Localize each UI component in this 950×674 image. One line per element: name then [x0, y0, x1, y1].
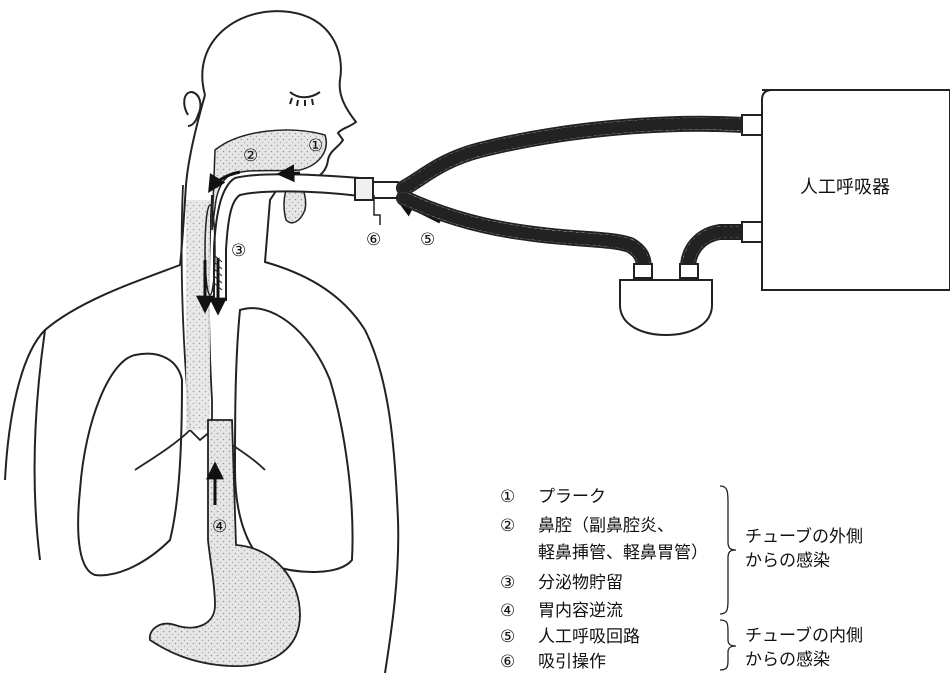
ventilator-circuit — [404, 124, 745, 270]
humidifier — [620, 264, 712, 335]
marker-5: ⑤ — [420, 230, 435, 250]
legend-num-4: ④ — [500, 601, 515, 621]
group-inside-line2: からの感染 — [745, 650, 830, 670]
legend-num-6: ⑥ — [500, 652, 515, 672]
legend-text-1: プラーク — [538, 487, 606, 507]
ventilator-label: 人工呼吸器 — [800, 173, 890, 199]
legend-num-1: ① — [500, 487, 515, 507]
secretion-hatching — [214, 202, 438, 290]
marker-2: ② — [243, 146, 258, 166]
legend-text-5: 人工呼吸回路 — [538, 627, 640, 647]
legend-text-2: 鼻腔（副鼻腔炎、 — [538, 516, 674, 536]
flow-arrows — [205, 172, 440, 505]
legend-num-2: ② — [500, 516, 515, 536]
group-outside-line1: チューブの外側 — [745, 527, 863, 547]
marker-1: ① — [308, 136, 323, 156]
trachea-shading — [186, 200, 210, 430]
group-inside-line1: チューブの内側 — [745, 626, 863, 646]
legend-num-3: ③ — [500, 573, 515, 593]
marker-6: ⑥ — [366, 230, 381, 250]
legend-text-4: 胃内容逆流 — [538, 601, 623, 621]
marker-3: ③ — [231, 241, 246, 261]
legend-num-5: ⑤ — [500, 627, 515, 647]
stomach — [150, 420, 300, 666]
group-outside-line2: からの感染 — [745, 551, 830, 571]
marker-4: ④ — [212, 517, 227, 537]
legend-text-3: 分泌物貯留 — [538, 573, 623, 593]
marker-6-leader — [374, 195, 380, 225]
legend-text-2b: 軽鼻挿管、軽鼻胃管） — [538, 543, 708, 563]
legend-braces — [718, 484, 738, 674]
legend-text-6: 吸引操作 — [538, 652, 606, 672]
